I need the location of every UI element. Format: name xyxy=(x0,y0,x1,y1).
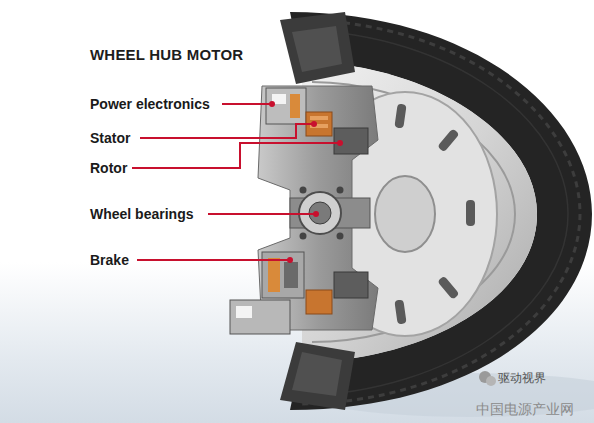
stator-winding xyxy=(306,290,332,314)
vent-slot xyxy=(394,299,406,324)
part-label: Wheel bearings xyxy=(90,206,193,222)
rotor xyxy=(334,272,368,298)
bolt xyxy=(337,233,344,240)
brake-pad xyxy=(268,258,280,292)
power-electronics-lower xyxy=(230,300,290,334)
leader-line xyxy=(132,143,340,168)
power-electronics xyxy=(266,88,306,124)
leader-dot xyxy=(313,211,319,217)
leader-line xyxy=(208,213,316,215)
power-electronics-board xyxy=(236,306,252,318)
watermark: 驱动视界 xyxy=(498,370,546,387)
vent-slot xyxy=(437,276,459,300)
hub-cap xyxy=(375,176,435,252)
leader-dots xyxy=(269,101,343,263)
leader-dot xyxy=(269,101,275,107)
leader-lines xyxy=(132,104,340,260)
diagram-title: WHEEL HUB MOTOR xyxy=(90,46,243,63)
vent-slot xyxy=(437,128,459,152)
rotor xyxy=(334,128,368,154)
leader-line xyxy=(222,103,272,105)
part-label: Brake xyxy=(90,252,129,268)
stator-winding-line xyxy=(310,116,328,120)
part-label: Rotor xyxy=(90,160,127,176)
leader-line xyxy=(140,124,314,138)
leader-dot xyxy=(287,257,293,263)
tire-section xyxy=(280,342,355,410)
vent-slot xyxy=(394,104,406,129)
tire-section-inner xyxy=(292,352,342,396)
tire-section xyxy=(280,12,355,84)
brake xyxy=(262,252,304,298)
watermark-icon xyxy=(486,376,496,386)
part-label: Power electronics xyxy=(90,96,210,112)
tire-groove xyxy=(300,30,568,396)
leader-dot xyxy=(311,121,317,127)
brake-caliper xyxy=(284,262,298,288)
power-electronics-part xyxy=(290,94,300,118)
tire-section-inner xyxy=(292,26,342,72)
vent-slot xyxy=(466,200,475,226)
bolt xyxy=(300,233,307,240)
leader-dot xyxy=(337,140,343,146)
leader-line xyxy=(137,259,290,261)
bolt xyxy=(300,187,307,194)
motor-housing xyxy=(258,86,378,330)
part-label: Stator xyxy=(90,130,130,146)
watermark: 中国电源产业网 xyxy=(476,401,574,419)
bolt xyxy=(337,187,344,194)
